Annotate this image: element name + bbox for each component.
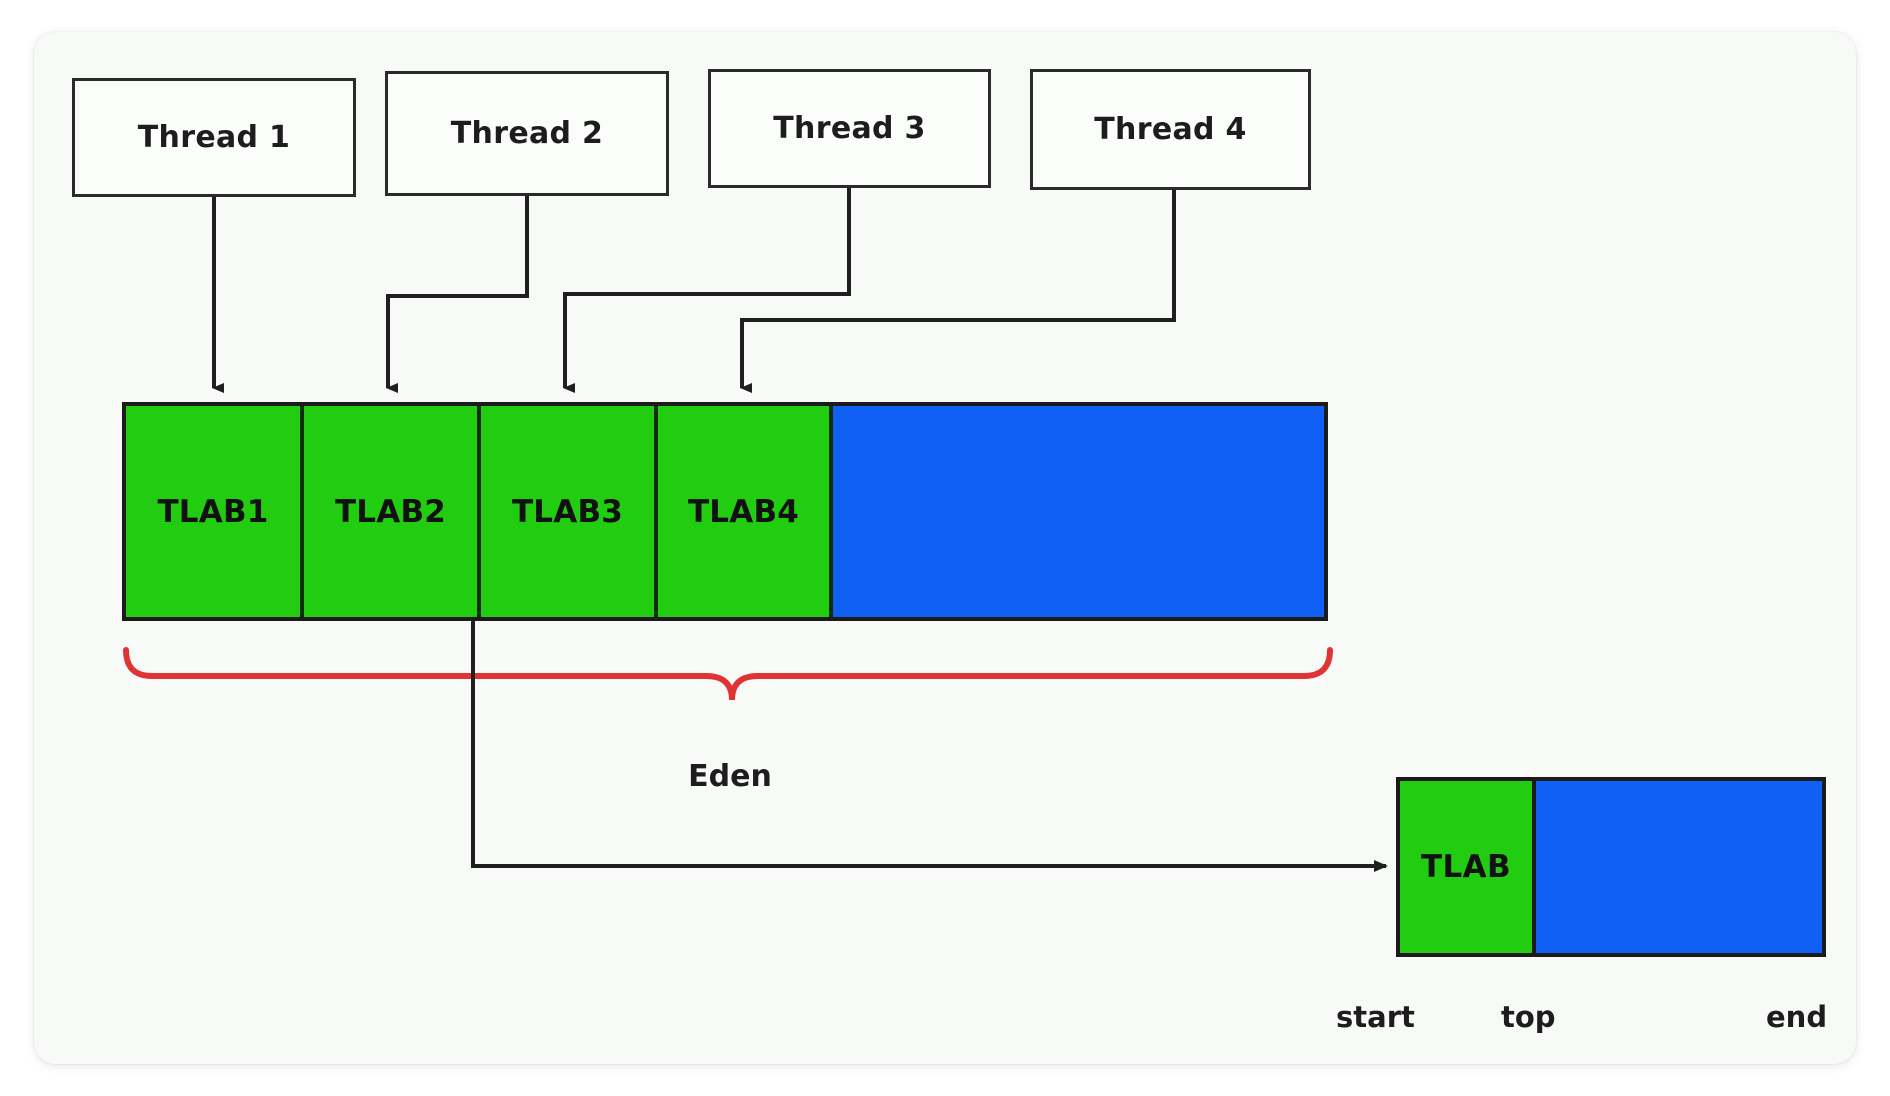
connector-thread2-to-tlab2 [386,196,529,393]
eden-tlab-cell-3-label: TLAB3 [511,493,624,530]
connector-thread4-to-tlab4 [740,190,1176,393]
tlab-pointer-end-label: end [1766,1000,1828,1034]
eden-free-region [833,406,1324,617]
tlab-pointer-top-label: top [1501,1000,1556,1034]
thread-box-1[interactable]: Thread 1 [72,78,356,197]
thread-box-3-label: Thread 3 [773,111,926,146]
eden-space-bar: TLAB1 TLAB2 TLAB3 TLAB4 [122,402,1328,621]
eden-tlab-cell-2-label: TLAB2 [334,493,447,530]
thread-box-4-label: Thread 4 [1094,112,1247,147]
thread-box-1-label: Thread 1 [137,120,291,155]
eden-caption-label: Eden [688,759,772,794]
eden-tlab-cell-1-label: TLAB1 [157,493,269,530]
eden-tlab-cell-2[interactable]: TLAB2 [304,406,481,617]
tlab-pointer-start-label: start [1336,1000,1415,1034]
tlab-detail-used-label: TLAB [1420,849,1512,885]
eden-tlab-cell-4-label: TLAB4 [687,493,800,530]
eden-tlab-cell-3[interactable]: TLAB3 [481,406,658,617]
thread-box-2-label: Thread 2 [450,116,604,151]
connector-tlab-detail [471,620,1388,872]
eden-tlab-cell-1[interactable]: TLAB1 [126,406,304,617]
eden-brace [123,647,1333,701]
thread-box-3[interactable]: Thread 3 [708,69,991,188]
thread-box-4[interactable]: Thread 4 [1030,69,1311,190]
connector-thread3-to-tlab3 [563,188,851,393]
tlab-detail-free-region [1536,781,1822,953]
tlab-detail-box: TLAB [1396,777,1826,957]
tlab-detail-used-region[interactable]: TLAB [1400,781,1536,953]
eden-tlab-cell-4[interactable]: TLAB4 [658,406,833,617]
thread-box-2[interactable]: Thread 2 [385,71,669,196]
